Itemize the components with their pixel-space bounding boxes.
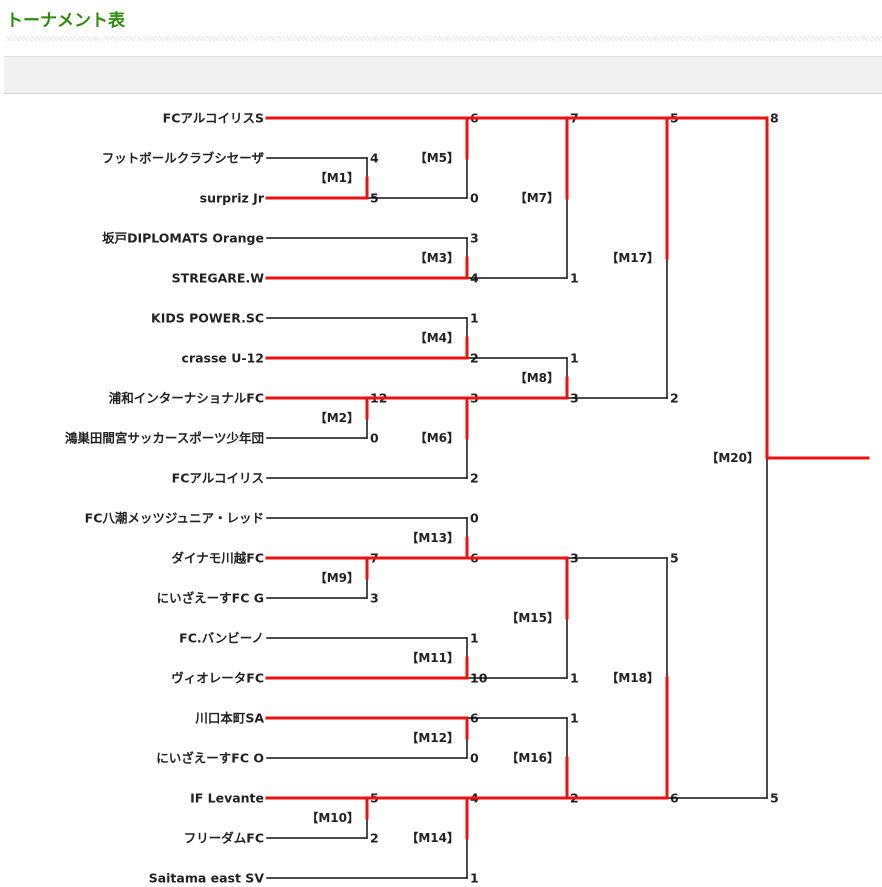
match-score: 4 (370, 151, 379, 166)
team-name: にいざえーすFC G (157, 591, 264, 606)
team-name: FC.バンビーノ (179, 631, 264, 646)
match-score: 1 (470, 311, 479, 326)
match-score: 2 (470, 471, 479, 486)
team-name: FC八潮メッツジュニア・レッド (85, 511, 264, 526)
match-label: 【M13】 (406, 530, 459, 545)
match-score: 1 (570, 711, 579, 726)
match-label: 【M3】 (415, 250, 459, 265)
match-label: 【M15】 (506, 610, 559, 625)
match-label: 【M5】 (415, 150, 459, 165)
team-name: ヴィオレータFC (171, 671, 264, 686)
match-label: 【M11】 (406, 650, 459, 665)
team-name: crasse U-12 (182, 351, 264, 366)
match-score: 0 (470, 191, 479, 206)
title-divider (6, 36, 882, 41)
team-name: 浦和インターナショナルFC (109, 391, 264, 406)
match-label: 【M7】 (515, 190, 559, 205)
team-name: フットボールクラブシセーザ (102, 151, 265, 166)
match-label: 【M6】 (415, 430, 459, 445)
team-name: 鴻巣田間宮サッカースポーツ少年団 (65, 431, 264, 446)
team-name: フリーダムFC (184, 831, 264, 846)
team-name: FCアルコイリス (172, 471, 264, 486)
match-score: 1 (570, 351, 579, 366)
match-score: 5 (770, 791, 779, 806)
team-name: FCアルコイリスS (163, 111, 264, 126)
team-name: surpriz Jr (200, 191, 265, 206)
match-label: 【M8】 (515, 370, 559, 385)
match-label: 【M18】 (606, 670, 659, 685)
match-score: 3 (470, 231, 479, 246)
team-name: STREGARE.W (172, 271, 265, 286)
team-name: ダイナモ川越FC (172, 551, 264, 566)
team-name: 坂戸DIPLOMATS Orange (102, 231, 264, 246)
match-label: 【M16】 (506, 750, 559, 765)
team-name: IF Levante (190, 791, 264, 806)
match-label: 【M17】 (606, 250, 659, 265)
team-name: 川口本町SA (194, 711, 264, 726)
match-score: 8 (770, 111, 779, 126)
match-score: 1 (470, 631, 479, 646)
match-score: 3 (370, 591, 379, 606)
match-score: 1 (470, 871, 479, 886)
match-label: 【M12】 (406, 730, 459, 745)
team-name: Saitama east SV (149, 871, 265, 886)
match-score: 0 (470, 511, 479, 526)
match-label: 【M2】 (315, 410, 359, 425)
match-score: 2 (670, 391, 679, 406)
page-title: トーナメント表 (6, 11, 125, 31)
match-score: 5 (670, 551, 679, 566)
match-label: 【M9】 (315, 570, 359, 585)
match-label: 【M20】 (706, 450, 759, 465)
match-label: 【M4】 (415, 330, 459, 345)
match-score: 2 (370, 831, 379, 846)
bracket-header-bar (4, 56, 882, 94)
match-label: 【M1】 (315, 170, 359, 185)
match-score: 1 (570, 671, 579, 686)
match-score: 0 (370, 431, 379, 446)
match-score: 0 (470, 751, 479, 766)
match-label: 【M14】 (406, 830, 459, 845)
match-score: 1 (570, 271, 579, 286)
team-name: KIDS POWER.SC (151, 311, 264, 326)
match-label: 【M10】 (306, 810, 359, 825)
team-name: にいざえーすFC O (156, 751, 264, 766)
